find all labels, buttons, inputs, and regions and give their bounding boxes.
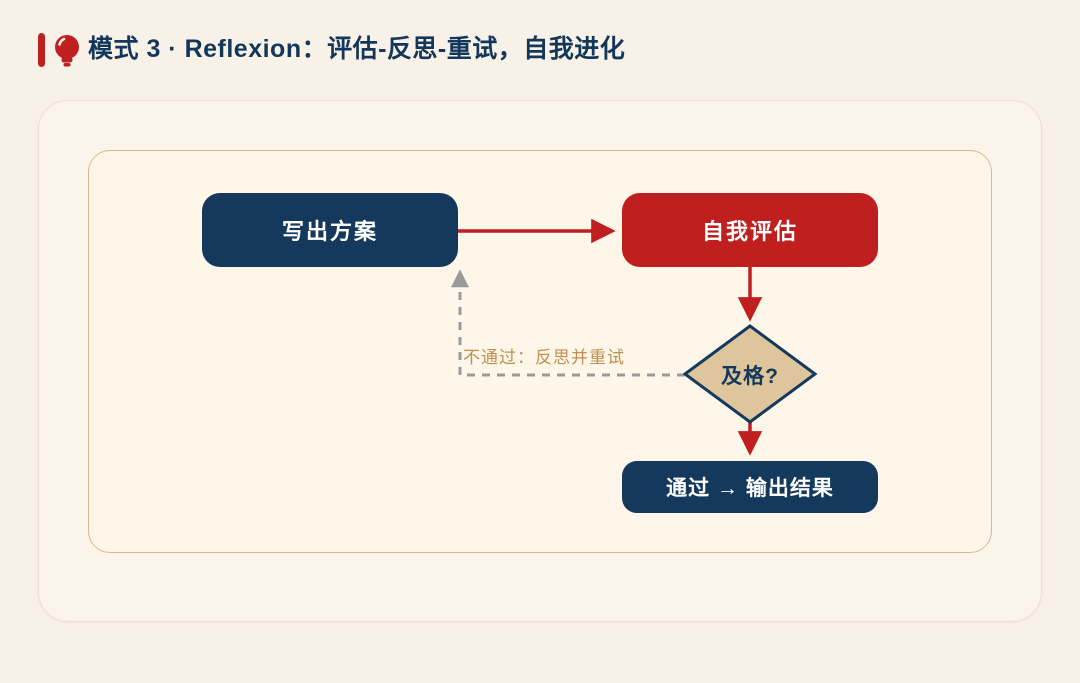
- decision-label: 及格?: [721, 365, 779, 388]
- node-write-plan: 写出方案: [202, 193, 458, 267]
- node-self-evaluate-label: 自我评估: [701, 219, 798, 244]
- lightbulb-icon: [55, 35, 79, 67]
- node-self-evaluate: 自我评估: [622, 193, 878, 267]
- node-write-plan-label: 写出方案: [281, 219, 378, 244]
- header-accent-bar: [38, 33, 45, 67]
- page-title: 模式 3 · Reflexion：评估-反思-重试，自我进化: [88, 35, 626, 63]
- fail-edge-label: 不通过：反思并重试: [463, 348, 625, 367]
- node-output-result: 通过 → 输出结果: [622, 461, 878, 513]
- node-output-result-label: 通过 → 输出结果: [666, 477, 834, 500]
